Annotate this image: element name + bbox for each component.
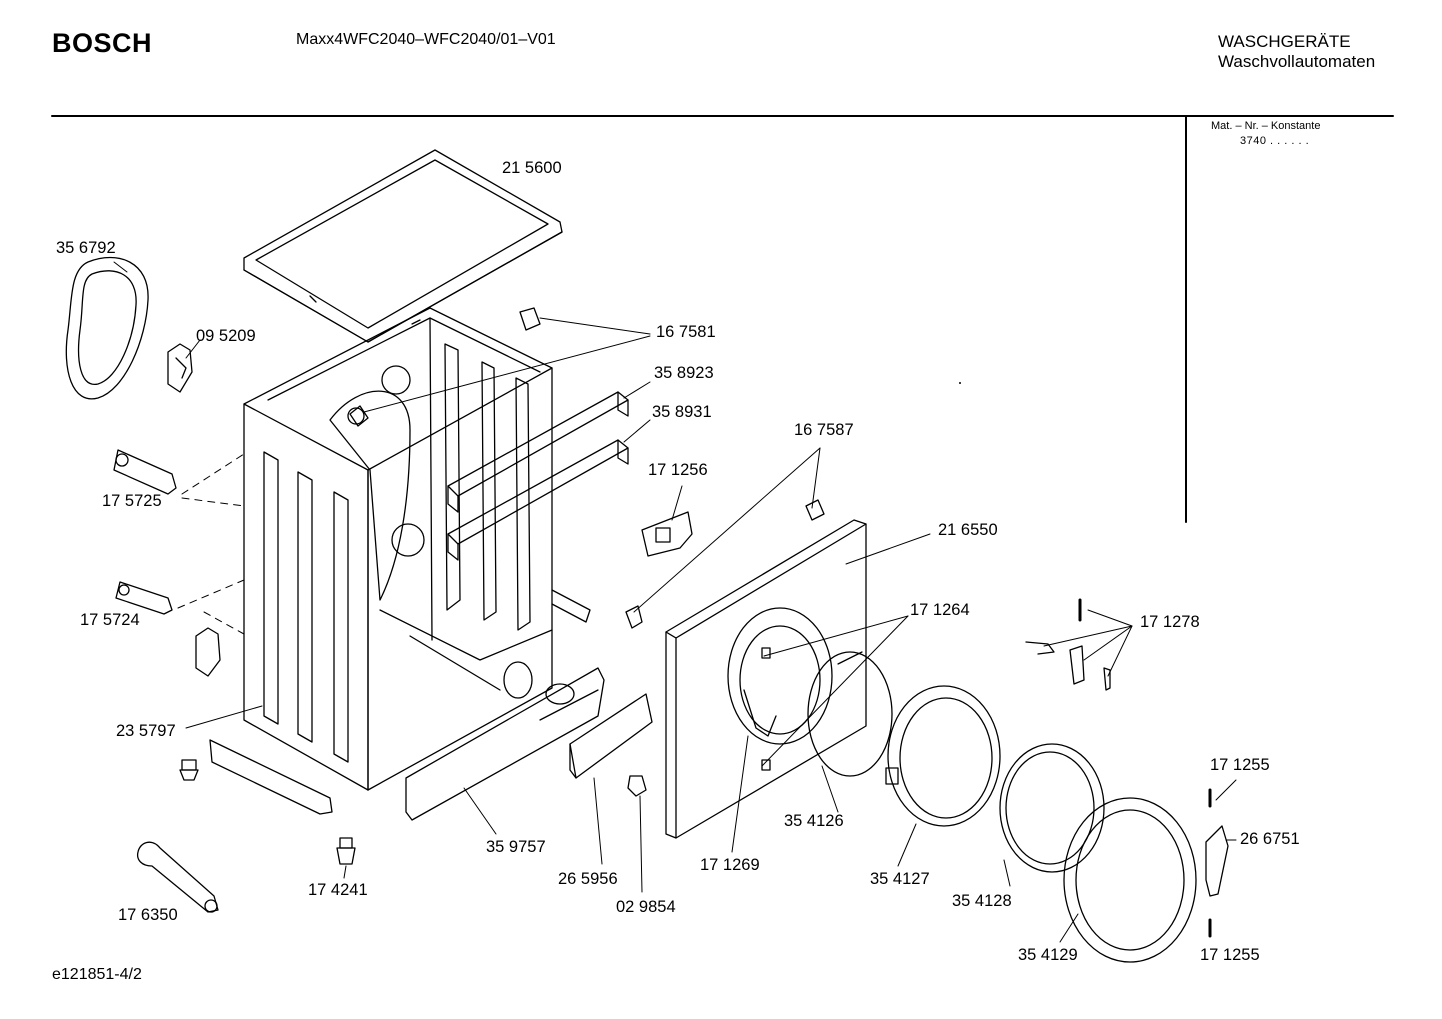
door-bowl-part[interactable] <box>999 743 1105 873</box>
part-label-p235797[interactable]: 23 5797 <box>116 722 176 740</box>
part-label-p176350[interactable]: 17 6350 <box>118 906 178 924</box>
shock-absorber-lower-part[interactable] <box>115 581 173 615</box>
hinge-cover-part[interactable] <box>1205 825 1229 897</box>
mat-nr-label: Mat. – Nr. – Konstante <box>1211 120 1321 132</box>
part-label-p267751[interactable]: 26 6751 <box>1240 830 1300 848</box>
part-label-p029854[interactable]: 02 9854 <box>616 898 676 916</box>
hinge-small-parts[interactable] <box>1025 598 1111 691</box>
part-label-p359757[interactable]: 35 9757 <box>486 838 546 856</box>
category-title: WASCHGERÄTE <box>1218 32 1351 51</box>
part-label-p358931[interactable]: 35 8931 <box>652 403 712 421</box>
part-label-p171255a[interactable]: 17 1255 <box>1210 756 1270 774</box>
part-label-p215600[interactable]: 21 5600 <box>502 159 562 177</box>
part-label-p175724[interactable]: 17 5724 <box>80 611 140 629</box>
door-lock-part[interactable] <box>641 511 693 557</box>
crossbar-upper-part[interactable] <box>447 391 629 513</box>
plinth-panel-part[interactable] <box>405 667 605 821</box>
part-label-p174241[interactable]: 17 4241 <box>308 881 368 899</box>
part-label-p171256[interactable]: 17 1256 <box>648 461 708 479</box>
part-label-p171269[interactable]: 17 1269 <box>700 856 760 874</box>
part-label-p354127[interactable]: 35 4127 <box>870 870 930 888</box>
mat-nr-value: 3740 . . . . . . <box>1240 135 1310 147</box>
door-outer-ring-part[interactable] <box>1063 797 1197 963</box>
part-label-p358923[interactable]: 35 8923 <box>654 364 714 382</box>
diagram-id: e121851-4/2 <box>52 966 142 983</box>
top-lid-part[interactable] <box>243 149 563 343</box>
wrench-part[interactable] <box>136 841 219 913</box>
part-label-p356792[interactable]: 35 6792 <box>56 239 116 257</box>
hinge-spring-part[interactable] <box>837 651 863 665</box>
part-label-p171264[interactable]: 17 1264 <box>910 601 970 619</box>
part-label-p175725[interactable]: 17 5725 <box>102 492 162 510</box>
foot-screw-part[interactable] <box>336 837 356 865</box>
bracket-part[interactable] <box>167 343 193 393</box>
part-label-p354126[interactable]: 35 4126 <box>784 812 844 830</box>
part-label-p354129[interactable]: 35 4129 <box>1018 946 1078 964</box>
clip-part[interactable] <box>349 307 541 427</box>
part-label-p171255b[interactable]: 17 1255 <box>1200 946 1260 964</box>
part-label-p354128[interactable]: 35 4128 <box>952 892 1012 910</box>
stray-dot <box>959 382 961 384</box>
shock-absorber-upper-part[interactable] <box>113 449 177 495</box>
model-number: Maxx4WFC2040–WFC2040/01–V01 <box>296 31 556 48</box>
door-inner-ring-part[interactable] <box>885 685 1001 827</box>
part-label-p095209[interactable]: 09 5209 <box>196 327 256 345</box>
crossbar-lower-part[interactable] <box>447 439 629 561</box>
subcategory-title: Waschvollautomaten <box>1218 52 1376 71</box>
brand-logo: BOSCH <box>52 28 153 58</box>
part-label-p167581[interactable]: 16 7581 <box>656 323 716 341</box>
clip-front-part[interactable] <box>625 499 825 629</box>
base-rail-part[interactable] <box>209 739 333 815</box>
foot-screw-part[interactable] <box>179 759 199 781</box>
part-label-p171278[interactable]: 17 1278 <box>1140 613 1200 631</box>
part-label-p265956[interactable]: 26 5956 <box>558 870 618 888</box>
cabinet-part[interactable] <box>243 307 591 791</box>
front-panel-part[interactable] <box>665 519 867 839</box>
part-label-p167587[interactable]: 16 7587 <box>794 421 854 439</box>
service-flap-part[interactable] <box>569 693 653 779</box>
bracket-lower-part[interactable] <box>195 627 221 677</box>
gasket-ring-part[interactable] <box>65 256 149 400</box>
leader-lines <box>113 261 1237 943</box>
clip-small-part[interactable] <box>627 775 647 797</box>
door-glass-part[interactable] <box>807 651 893 777</box>
part-label-p216550[interactable]: 21 6550 <box>938 521 998 539</box>
